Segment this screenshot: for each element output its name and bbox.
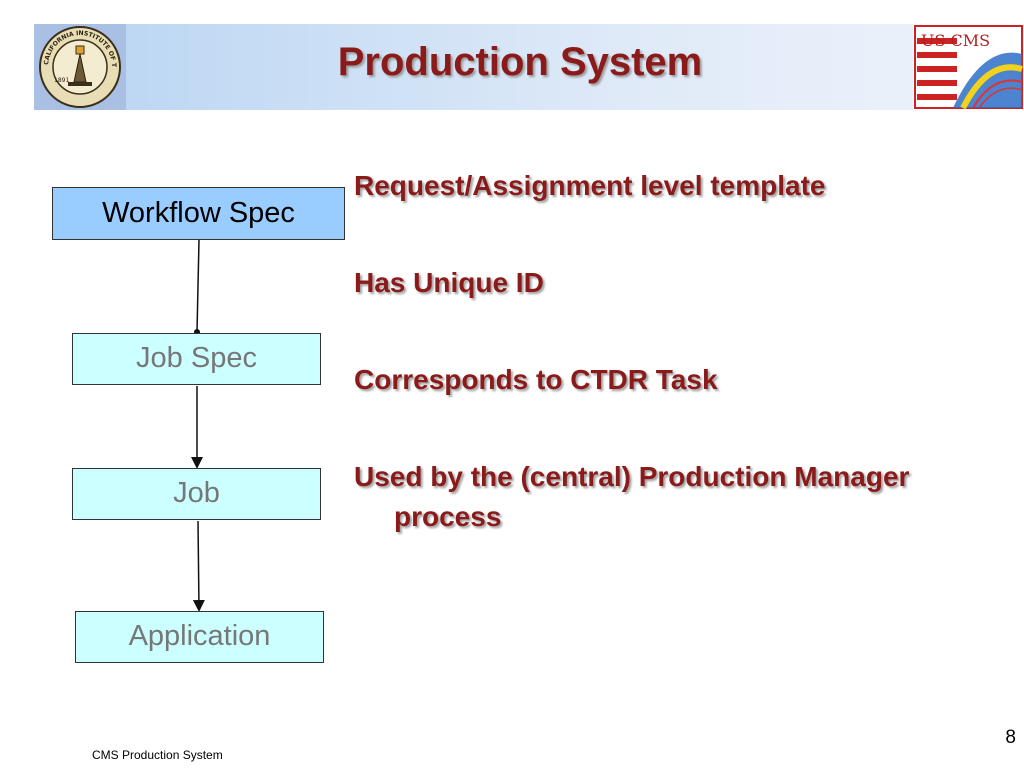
bullet-item: Used by the (central) Production Manager…	[354, 461, 910, 532]
caltech-seal-icon: CALIFORNIA INSTITUTE OF TECHNOLOGY 1891	[34, 24, 126, 110]
svg-text:1891: 1891	[54, 77, 69, 84]
svg-text:US CMS: US CMS	[921, 31, 990, 50]
footer-text: CMS Production System	[92, 748, 223, 762]
bullet-item: Request/Assignment level template	[354, 170, 826, 201]
node-job: Job	[72, 468, 321, 520]
slide-number: 8	[1005, 727, 1016, 748]
uscms-logo-icon: US CMS	[913, 24, 1024, 110]
node-workflow-spec: Workflow Spec	[52, 187, 345, 240]
page-title: Production System	[337, 40, 703, 84]
connector-job-to-application	[192, 520, 205, 612]
node-job-spec: Job Spec	[72, 333, 321, 385]
bullet-item: Corresponds to CTDR Task	[354, 364, 718, 395]
bullet-item: Has Unique ID	[354, 267, 544, 298]
connector-workflow-to-jobspec	[196, 239, 200, 333]
node-application: Application	[75, 611, 324, 663]
header-band	[34, 24, 1024, 110]
